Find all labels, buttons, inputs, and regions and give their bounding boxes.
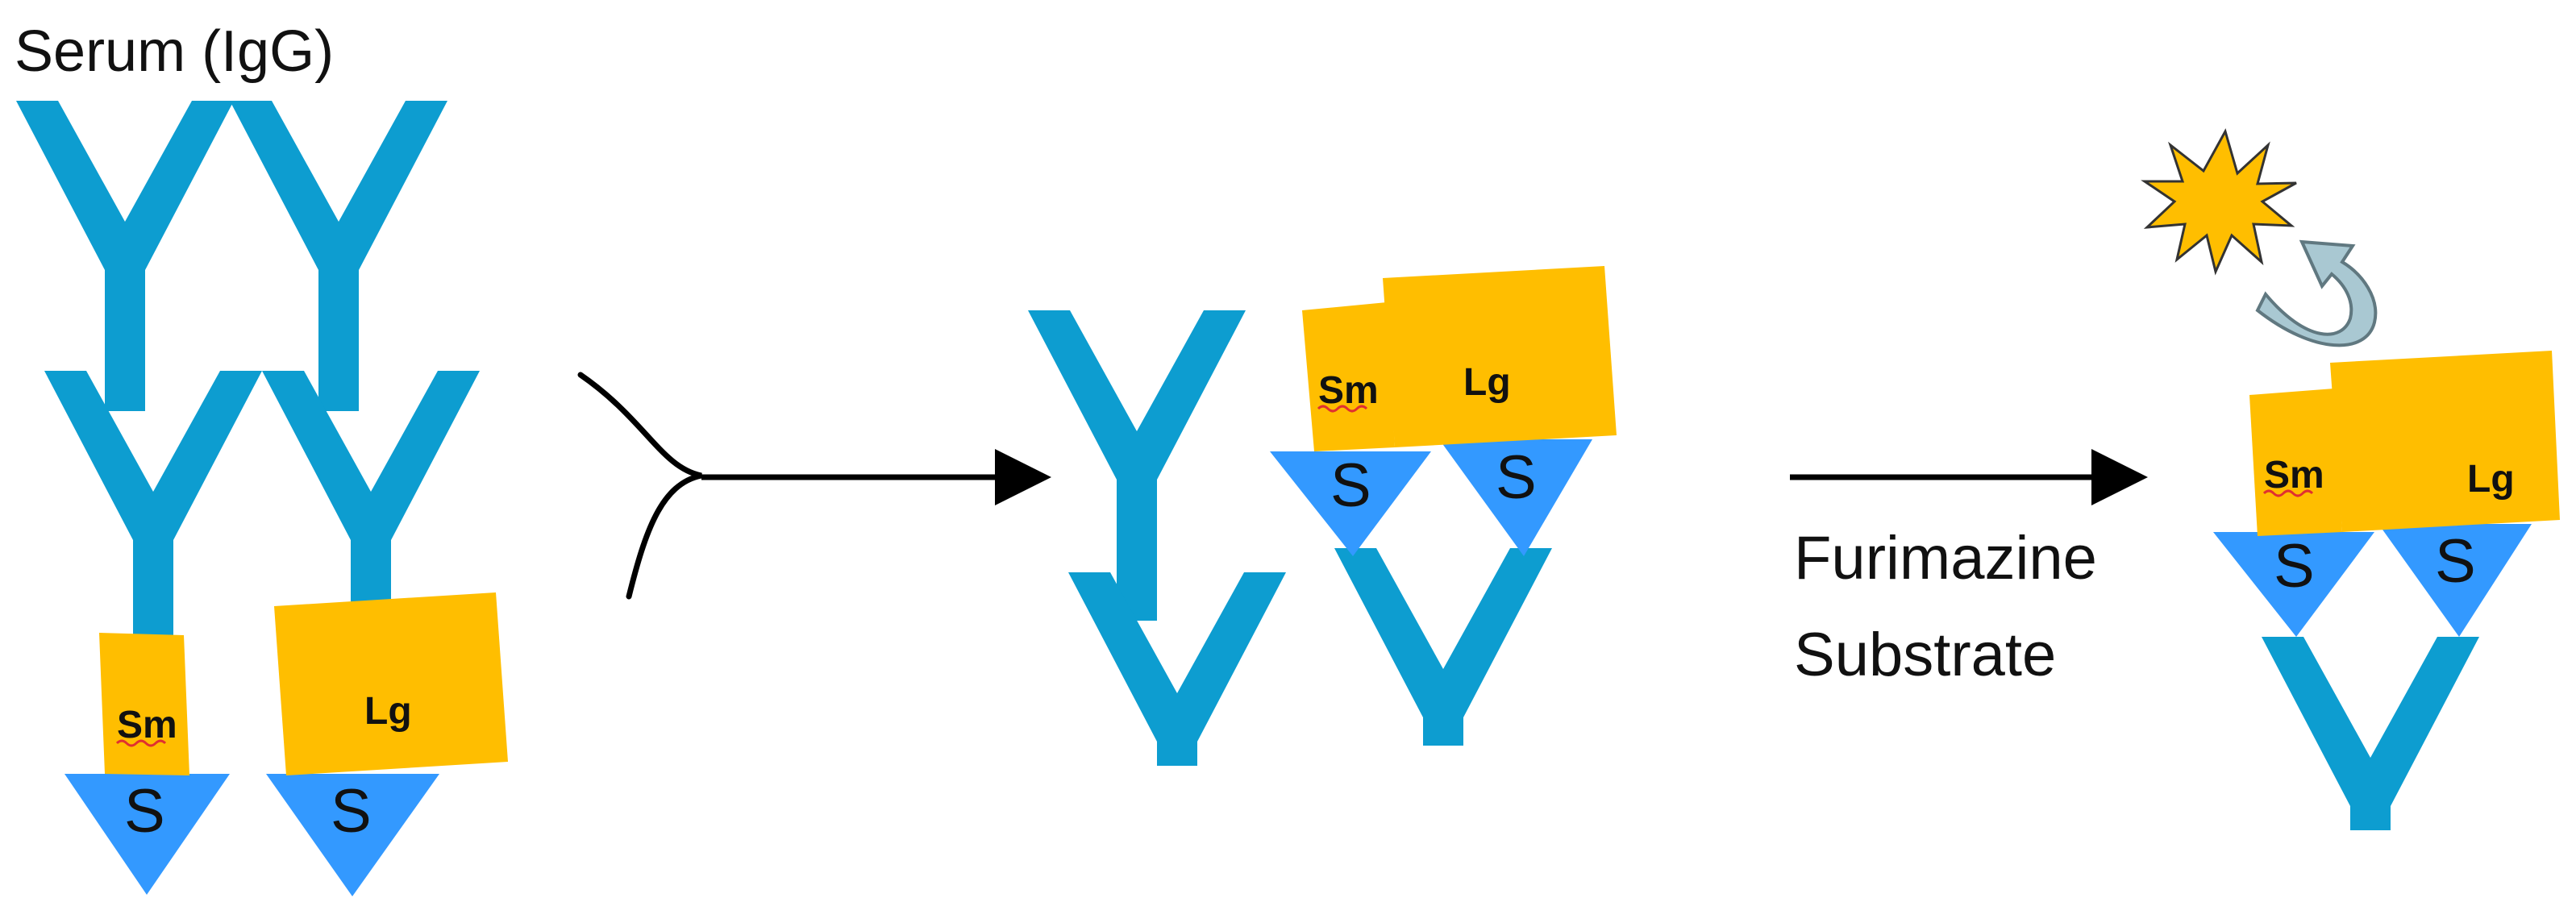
lg-sensor-probe: S Lg xyxy=(266,592,508,896)
small-fragment-label: Sm xyxy=(1318,369,1379,412)
title-serum-igg: Serum (IgG) xyxy=(15,19,334,84)
antibody-icon xyxy=(262,371,480,681)
large-fragment-label: Lg xyxy=(2467,458,2515,501)
antibody-icon xyxy=(2262,637,2479,830)
sensor-label: S xyxy=(124,777,165,846)
large-fragment-label: Lg xyxy=(1463,361,1511,404)
light-burst-icon xyxy=(2141,128,2297,276)
antibody-icon xyxy=(230,101,447,411)
small-fragment-label: Sm xyxy=(117,704,177,746)
antibody-icon xyxy=(16,101,234,411)
sensor-triangle xyxy=(266,774,439,896)
sensor-triangle xyxy=(1439,439,1592,556)
antibody-icon xyxy=(1334,548,1552,746)
sensor-label: S xyxy=(1330,451,1371,520)
sensor-label: S xyxy=(1496,443,1537,512)
bound-complex: S S Sm Lg xyxy=(1270,266,1617,746)
large-fragment xyxy=(1383,266,1617,447)
small-fragment-label: Sm xyxy=(2264,454,2324,497)
merge-bracket-icon xyxy=(577,372,702,600)
sensor-triangle xyxy=(1270,451,1431,556)
sensor-triangle xyxy=(2378,524,2532,637)
small-fragment xyxy=(1302,302,1395,451)
small-fragment xyxy=(2249,389,2342,536)
substrate-line1: Furimazine xyxy=(1794,524,2097,592)
curved-arrow-icon xyxy=(2255,239,2378,347)
sensor-label: S xyxy=(331,777,372,846)
antibody-icon xyxy=(1068,572,1286,766)
sensor-label: S xyxy=(2435,527,2476,596)
substrate-line2: Substrate xyxy=(1794,621,2056,689)
sensor-label: S xyxy=(2274,532,2315,601)
luminescent-complex: S S Sm Lg xyxy=(2141,128,2560,830)
large-fragment xyxy=(2330,351,2560,532)
large-fragment xyxy=(274,592,508,775)
sensor-triangle xyxy=(65,774,230,895)
sensor-triangle xyxy=(2213,532,2374,637)
large-fragment-label: Lg xyxy=(364,690,412,733)
antibody-icon xyxy=(1028,310,1246,621)
sm-sensor-probe: S Sm xyxy=(65,633,230,895)
antibody-icon xyxy=(44,371,262,681)
